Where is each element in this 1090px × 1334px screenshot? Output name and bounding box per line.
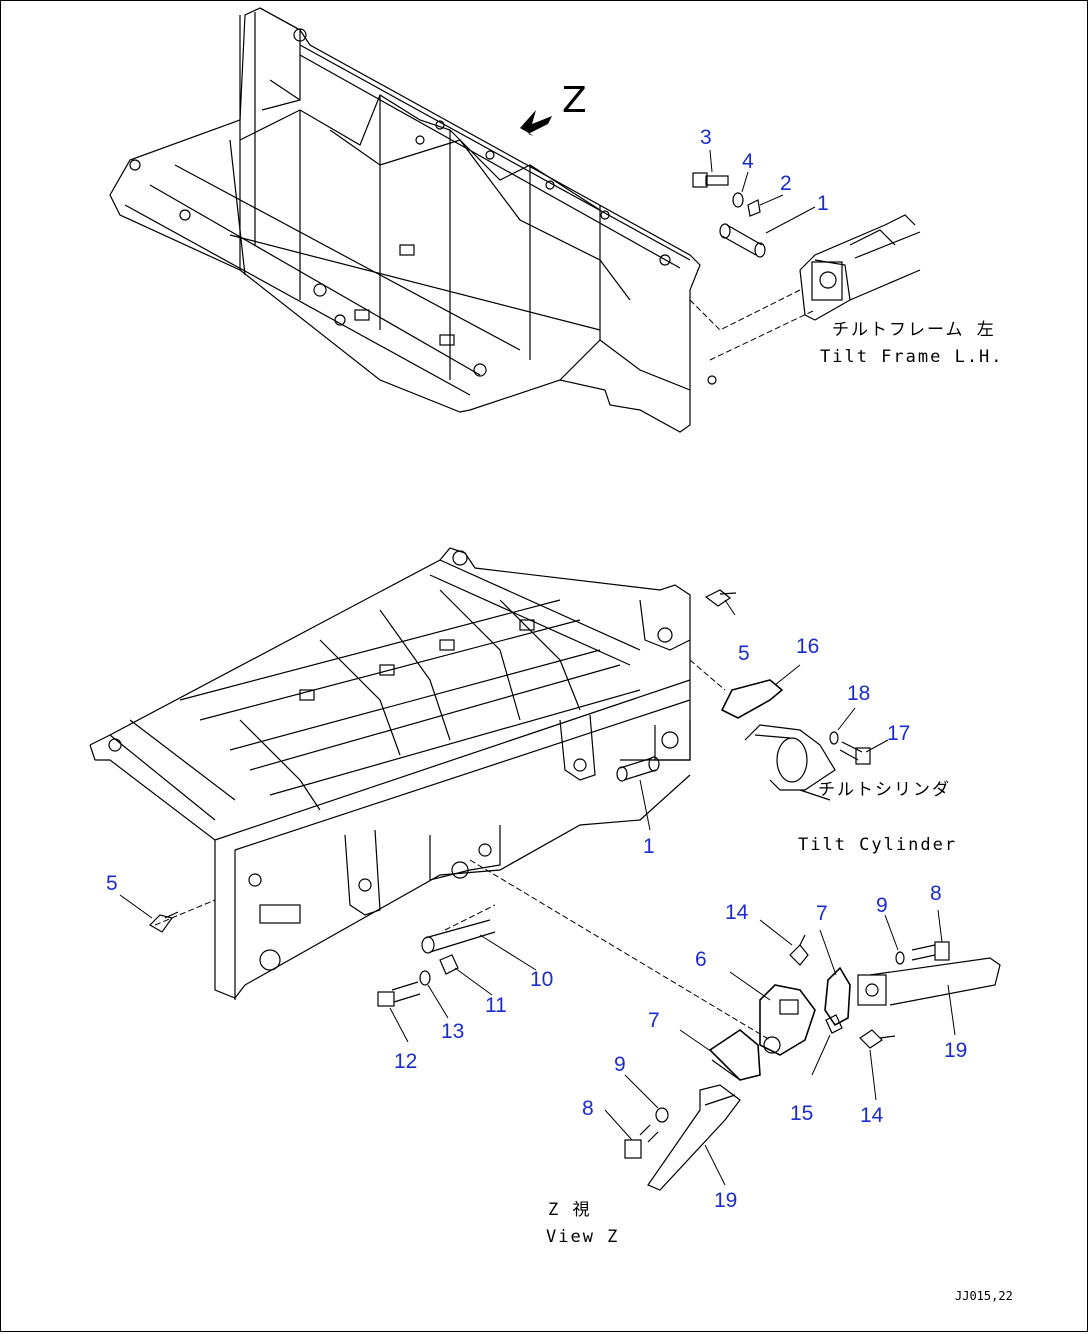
upper-frame-assembly [109,7,717,433]
callout-19: 19 [944,1039,967,1062]
callout-4: 4 [742,150,754,173]
callout-8: 8 [582,1097,594,1120]
view-z-en-label: View Z [546,1227,619,1247]
tilt-frame-jp-label: チルトフレーム 左 [832,320,996,340]
callout-14: 14 [725,901,749,924]
callout-7: 7 [816,902,828,925]
bolt-8-upper [911,941,950,961]
bolt-8-lower [624,1124,659,1159]
plate-11 [439,954,459,975]
tilt-frame-lh-sketch [689,214,921,361]
fitting-15 [825,1014,843,1034]
grease-fitting-14-lower [859,1029,896,1049]
tilt-cylinder-sketch [744,724,836,801]
bolt-12 [377,981,421,1007]
washer-9-lower [655,1107,669,1123]
gasket-7-upper [824,966,851,1027]
callout-9: 9 [876,894,888,917]
callout-1: 1 [643,835,655,858]
callout-1: 1 [817,192,829,215]
callout-5: 5 [738,642,750,665]
view-z-jp-label: Z 視 [548,1200,591,1220]
view-z-arrow [520,110,552,136]
washer-18 [829,731,839,745]
tilt-cylinder-jp-label: チルトシリンダ [818,780,951,800]
washer-13 [419,970,431,986]
drawing-code: JJ015,22 [955,1289,1013,1303]
tilt-cylinder-en-label: Tilt Cylinder [798,835,957,855]
callout-19: 19 [714,1189,737,1212]
top-pin-and-bolts [692,172,766,258]
callout-14: 14 [860,1104,884,1127]
callout-3: 3 [700,126,712,149]
callout-2: 2 [780,172,792,195]
grease-fitting-5-left [149,911,179,933]
callout-18: 18 [847,682,870,705]
callout-6: 6 [695,948,707,971]
grease-fitting-14-upper [789,934,809,966]
callout-17: 17 [887,722,910,745]
callout-15: 15 [790,1102,813,1125]
callout-11: 11 [485,994,507,1017]
gasket-16 [720,679,784,719]
callout-13: 13 [441,1020,464,1043]
lower-frame-assembly [89,547,691,1000]
adapter-7-lower [708,1029,761,1081]
callout-7: 7 [648,1009,660,1032]
hose-19-upper [857,957,1001,1006]
tilt-frame-en-label: Tilt Frame L.H. [820,347,1004,367]
callout-12: 12 [394,1050,417,1073]
callout-16: 16 [796,635,819,658]
washer-9-upper [895,951,905,965]
pin-1-lower [616,756,660,782]
grease-fitting-5-upper [704,589,737,607]
bolt-17 [839,741,871,765]
pin-10 [421,919,496,954]
view-letter: Z [562,80,587,121]
block-6 [759,984,816,1056]
callout-5: 5 [106,872,118,895]
callout-9: 9 [614,1053,626,1076]
callout-10: 10 [530,968,553,991]
hose-19-lower [647,1084,741,1191]
callout-8: 8 [930,882,942,905]
